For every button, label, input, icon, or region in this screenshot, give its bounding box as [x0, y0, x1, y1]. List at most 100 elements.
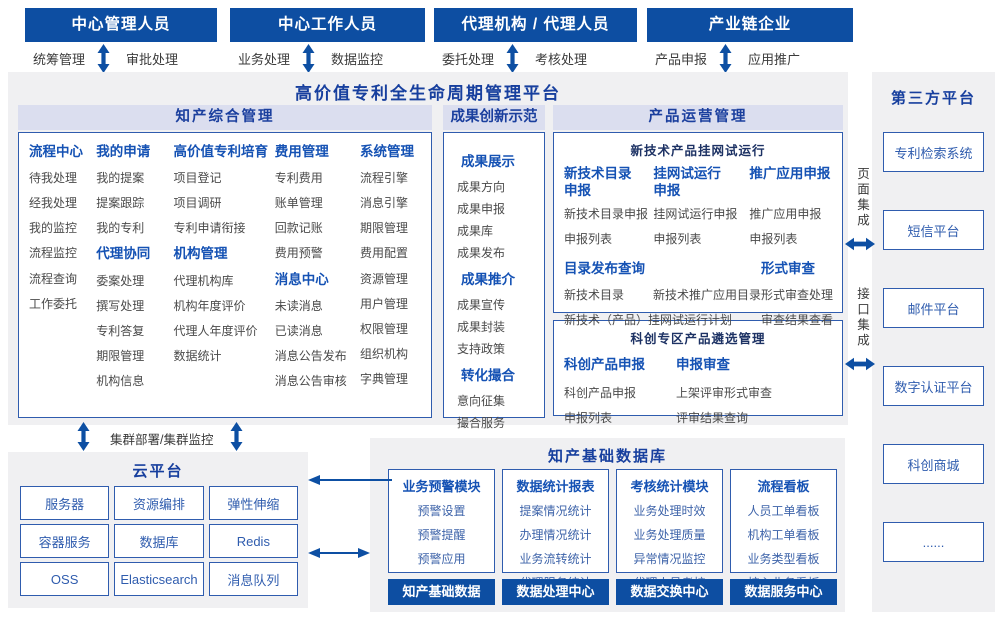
menu-group-label: 申报审查 [676, 357, 730, 372]
box-title: 科创专区产品遴选管理 [630, 332, 766, 346]
menu-item: 我的提案 [96, 171, 145, 186]
cluster-deploy-monitor-label: 集群部署/集群监控 [110, 433, 214, 447]
horizontal-double-arrow-icon [308, 548, 370, 558]
menu-item: 上架评审形式审查 [676, 386, 773, 400]
menu-item: 撰写处理 [96, 298, 145, 313]
role-group-center-managers: 中心管理人员 统筹管理 审批处理 [25, 8, 217, 73]
role-label: 考核处理 [535, 52, 588, 67]
vertical-double-arrow-icon [719, 44, 732, 73]
role-header: 产业链企业 [647, 8, 853, 42]
menu-item: 短信平台 [883, 210, 984, 250]
menu-item: 新技术目录 [564, 288, 625, 302]
menu-column: 申报审查上架评审形式审查评审结果查询 [676, 353, 832, 434]
menu-item: 挂网试运行申报 [653, 207, 738, 221]
menu-item: 数字认证平台 [883, 366, 984, 406]
menu-group-label: 成果展示 [461, 154, 515, 169]
role-group-industry-chain: 产业链企业 产品申报 应用推广 [647, 8, 853, 73]
menu-item: 新技术推广应用目录 [653, 288, 762, 302]
horizontal-double-arrow-icon [845, 237, 875, 251]
menu-item: 经我处理 [29, 196, 78, 211]
menu-item: 机构工单看板 [747, 528, 820, 542]
menu-item: ...... [883, 522, 984, 562]
menu-group-label: 成果推介 [461, 272, 515, 287]
db-module-header: 流程看板 [757, 479, 810, 494]
menu-item: 权限管理 [360, 321, 409, 336]
menu-column: 高价值专利培育项目登记项目调研专利申请衔接机构管理代理机构库机构年度评价代理人年… [174, 144, 274, 417]
menu-item: Elasticsearch [114, 562, 204, 596]
box-sci-tech-selection: 科创专区产品遴选管理 科创产品申报科创产品申报申报列表 申报审查上架评审形式审查… [553, 320, 843, 425]
menu-item: 机构信息 [96, 374, 145, 388]
menu-item: 专利申请衔接 [173, 221, 246, 236]
menu-item: 费用配置 [360, 246, 409, 261]
menu-group-label: 我的申请 [96, 144, 151, 159]
box-new-tech-trial: 新技术产品挂网试运行 新技术目录申报新技术目录申报申报列表 挂网试运行申报挂网试… [553, 132, 843, 327]
menu-column: 新技术目录申报新技术目录申报申报列表 [564, 165, 653, 255]
menu-item: 支持政策 [457, 342, 506, 356]
menu-item: 预警应用 [417, 552, 466, 566]
menu-item: 撮合服务 [457, 416, 506, 430]
platform-panel: 高价值专利全生命周期管理平台 知产综合管理 流程中心待我处理经我处理我的监控流程… [8, 72, 848, 452]
menu-group-label: 新技术目录申报 [564, 166, 632, 198]
role-label: 审批处理 [126, 52, 179, 67]
db-module: 数据统计报表 提案情况统计办理情况统计业务流转统计代理服务统计 [502, 469, 609, 590]
menu-group-label: 挂网试运行申报 [653, 166, 721, 198]
menu-column: 费用管理专利费用账单管理回款记账费用预警消息中心未读消息已读消息消息公告发布消息… [275, 144, 359, 417]
menu-group-label: 消息中心 [274, 271, 329, 287]
menu-column: 系统管理流程引擎消息引擎期限管理费用配置资源管理用户管理权限管理组织机构字典管理 [360, 144, 422, 417]
menu-item: 意向征集 [457, 394, 506, 408]
vertical-double-arrow-icon [506, 44, 519, 73]
menu-item: 成果申报 [457, 202, 506, 216]
ip-database-title: 知产基础数据库 [547, 448, 667, 465]
vertical-double-arrow-icon [77, 422, 90, 451]
role-header: 中心工作人员 [230, 8, 425, 42]
menu-item: 人员工单看板 [747, 504, 820, 518]
box-columns: 科创产品申报科创产品申报申报列表 申报审查上架评审形式审查评审结果查询 [554, 353, 842, 434]
menu-item: Redis [208, 524, 298, 558]
menu-item: 专利检索系统 [883, 132, 984, 172]
db-module-header: 业务预警模块 [402, 479, 481, 494]
page-integration-label: 页面集成 [855, 167, 869, 229]
menu-item: 成果宣传 [457, 298, 506, 312]
section-content: 流程中心待我处理经我处理我的监控流程监控流程查询工作委托 我的申请我的提案提案跟… [18, 132, 432, 418]
menu-item: 消息公告发布 [274, 348, 347, 363]
menu-column: 我的申请我的提案提案跟踪我的专利代理协同委案处理撰写处理专利答复期限管理机构信息 [96, 144, 172, 417]
menu-group-label: 费用管理 [274, 144, 329, 159]
role-label: 数据监控 [331, 52, 384, 67]
menu-item: 新技术目录申报 [564, 207, 649, 221]
menu-item: 申报列表 [749, 232, 798, 246]
menu-item: 我的专利 [96, 221, 145, 236]
menu-item: 组织机构 [360, 346, 409, 361]
third-party-title: 第三方平台 [890, 90, 976, 107]
menu-item: 已读消息 [274, 323, 323, 338]
menu-item: 成果库 [457, 224, 494, 238]
third-party-panel: 第三方平台 专利检索系统短信平台邮件平台数字认证平台科创商城...... [872, 72, 995, 612]
platform-title: 高价值专利全生命周期管理平台 [295, 84, 561, 103]
section-header: 产品运营管理 [553, 105, 843, 130]
menu-group-label: 机构管理 [173, 246, 228, 262]
menu-item: 期限管理 [96, 348, 145, 363]
menu-item: 业务处理时效 [633, 504, 706, 518]
vertical-double-arrow-icon [97, 44, 110, 73]
ip-database-panel: 知产基础数据库 业务预警模块 预警设置预警提醒预警应用 数据统计报表 提案情况统… [370, 438, 845, 612]
box-bottom-row: 目录发布查询 新技术目录 新技术推广应用目录 新技术（产品）挂网试运行计划 形式… [554, 255, 842, 336]
menu-item: 评审结果查询 [676, 411, 749, 425]
section-header: 成果创新示范 [443, 105, 545, 130]
db-module-header: 数据统计报表 [516, 479, 595, 494]
db-module-items: 人员工单看板机构工单看板业务类型看板核心业务看板 [731, 502, 836, 591]
db-module-items: 预警设置预警提醒预警应用 [389, 502, 494, 567]
menu-item: 申报列表 [564, 411, 613, 425]
menu-item: OSS [20, 562, 110, 596]
menu-item: 科创产品申报 [564, 386, 637, 400]
menu-item: 流程引擎 [360, 171, 409, 186]
menu-item: 委案处理 [96, 273, 145, 288]
menu-item: 待我处理 [29, 171, 78, 186]
menu-item: 费用预警 [274, 246, 323, 261]
menu-item: 业务流转统计 [519, 552, 592, 566]
section-achievement-innovation: 成果创新示范 成果展示成果方向成果申报成果库成果发布成果推介成果宣传成果封装支持… [443, 105, 545, 452]
menu-item: 成果方向 [457, 180, 506, 194]
menu-item: 新技术（产品）挂网试运行计划 [564, 313, 733, 327]
role-label: 应用推广 [748, 52, 801, 67]
menu-item: 期限管理 [360, 221, 409, 236]
menu-item: 机构年度评价 [173, 298, 246, 313]
